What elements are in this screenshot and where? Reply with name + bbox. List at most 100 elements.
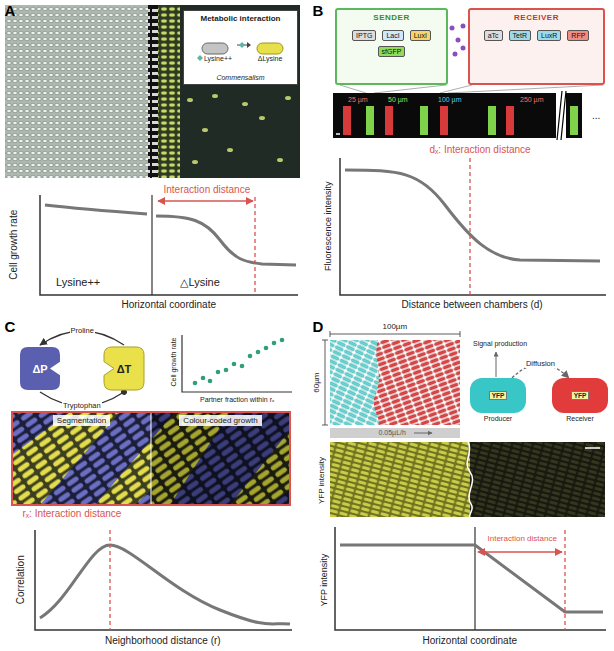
cell-body — [104, 347, 144, 390]
production-arrow — [496, 352, 497, 377]
art-circle — [272, 341, 277, 346]
annotation: 0.05µL/h — [379, 429, 406, 437]
gene-label: IPTG — [352, 30, 376, 41]
panel-heading: Colour-coded growth — [179, 415, 261, 426]
annotation: ... — [592, 110, 600, 122]
cell-column: Lysine++ — [197, 42, 232, 62]
gene-label: TetR — [509, 30, 531, 41]
distance-arrow — [478, 551, 562, 552]
art-rect — [202, 43, 228, 54]
chambers — [343, 106, 578, 135]
axis-title: Correlation — [14, 555, 26, 604]
art-ellipse — [202, 128, 208, 132]
chamber-strip — [566, 93, 582, 138]
annotation: 250 µm — [520, 96, 544, 104]
axes — [182, 335, 292, 392]
lysine-diamond — [197, 55, 203, 61]
scale-bar — [336, 133, 340, 135]
annotation: dₓ: Interaction distance — [430, 144, 531, 156]
art-line — [330, 331, 331, 337]
panel-letter: C — [5, 318, 16, 335]
panel-c-art — [12, 335, 292, 630]
interaction-type: Commensalism — [216, 74, 264, 81]
strain-label: ΔT — [117, 363, 132, 375]
gene-label: LuxR — [537, 30, 561, 41]
annotation: rₓ: Interaction distance — [23, 508, 122, 520]
panel-a-art — [5, 5, 300, 295]
segmentation-image — [12, 412, 120, 505]
proline-auxotroph-cell: ΔP — [18, 345, 62, 392]
axis-title: Fluorescence intensity — [323, 181, 333, 271]
annotation: 25 µm — [348, 96, 368, 104]
cell-name: Producer — [484, 415, 512, 422]
tryptophan-auxotroph-cell: ΔT — [102, 345, 146, 392]
annotation: Interaction distance — [164, 184, 251, 196]
dimension-bracket — [322, 331, 460, 425]
gene-label: LacI — [382, 30, 403, 41]
growth-panel: Colour-coded growth — [151, 412, 290, 505]
curve — [340, 545, 603, 612]
growth-image — [151, 412, 290, 505]
art-ellipse — [187, 98, 193, 102]
image-frame — [12, 412, 290, 505]
segmentation-panel: Segmentation — [12, 412, 151, 505]
art-ellipse — [277, 158, 283, 162]
annotation: 50 µm — [388, 96, 408, 104]
art-rect — [420, 106, 428, 135]
producer-cell: YFPProducer — [470, 378, 526, 413]
art-circle — [453, 52, 458, 57]
art-ellipse — [192, 160, 198, 164]
art-ellipse — [285, 96, 291, 100]
cell-body — [20, 347, 60, 390]
art-circle — [264, 346, 269, 351]
box-title: RECEIVER — [514, 13, 559, 22]
axes — [335, 527, 606, 630]
cell-label: ΔLysine — [258, 55, 283, 62]
gene-label: sfGFP — [378, 46, 406, 57]
axis-title: Cell growth rate — [8, 210, 20, 280]
art-circle — [248, 354, 253, 359]
art-line — [330, 334, 460, 335]
segmentation-image — [95, 440, 151, 505]
annotation: Horizontal coordinate — [423, 635, 518, 647]
art-circle — [208, 379, 213, 384]
break-mark — [557, 91, 566, 140]
scatter-dots — [193, 338, 285, 386]
curve — [40, 545, 290, 624]
art-ellipse — [242, 102, 248, 106]
gene-row: IPTG LacI LuxI sfGFP — [340, 30, 443, 57]
cell-band — [158, 5, 180, 178]
panel-letter: A — [5, 2, 16, 19]
gene-label: RFP — [567, 30, 589, 41]
gene-row: aTcTetRLuxRRFP — [484, 30, 590, 41]
receiver-cell: YFPReceiver — [552, 378, 608, 413]
guide-lines — [340, 85, 603, 93]
flow-channel — [330, 428, 460, 438]
art-line — [322, 425, 328, 426]
art-rect — [488, 106, 496, 135]
transfer-arrow — [236, 40, 252, 50]
boundary-line — [467, 442, 472, 517]
art-circle — [193, 381, 198, 386]
distance-arrow — [158, 200, 253, 201]
simulation-image — [330, 340, 379, 425]
axes — [40, 195, 298, 295]
art-ellipse — [212, 94, 218, 98]
cell-column: ΔLysine — [256, 42, 284, 62]
cell-icon — [256, 42, 284, 55]
chamber-dark — [158, 5, 300, 178]
panel-letter: D — [313, 318, 324, 335]
art-circle — [461, 46, 466, 51]
art-path — [239, 42, 245, 48]
dashed-marker — [109, 530, 110, 630]
dashed-marker — [564, 530, 565, 630]
art-rect — [257, 43, 283, 54]
inset-title: Metabolic interaction — [200, 14, 280, 23]
panel-letter: B — [313, 2, 324, 19]
art-line — [322, 340, 328, 341]
art-line — [448, 85, 603, 93]
strain-label: ΔP — [32, 363, 47, 375]
dashed-marker — [254, 197, 255, 295]
gene-label: LuxI — [410, 30, 431, 41]
reporter-chip: YFP — [571, 391, 590, 400]
